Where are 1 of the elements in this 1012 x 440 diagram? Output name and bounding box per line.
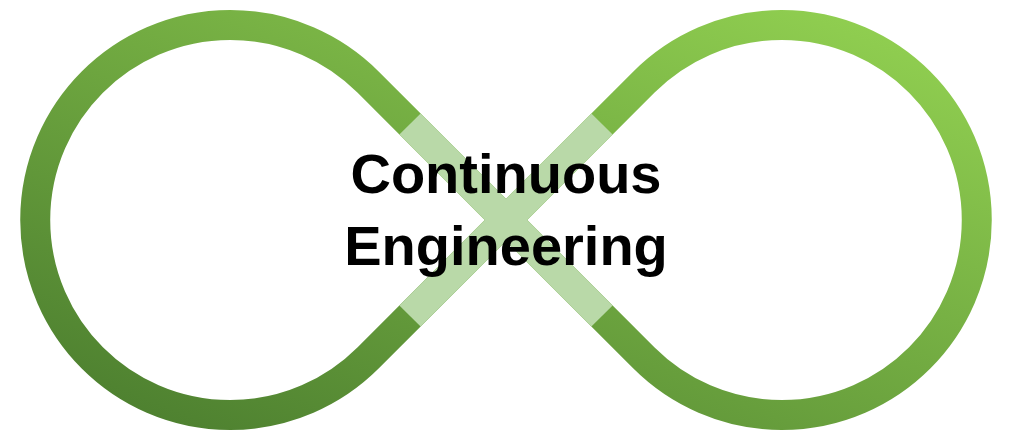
title-text: Continuous Engineering xyxy=(343,141,669,279)
